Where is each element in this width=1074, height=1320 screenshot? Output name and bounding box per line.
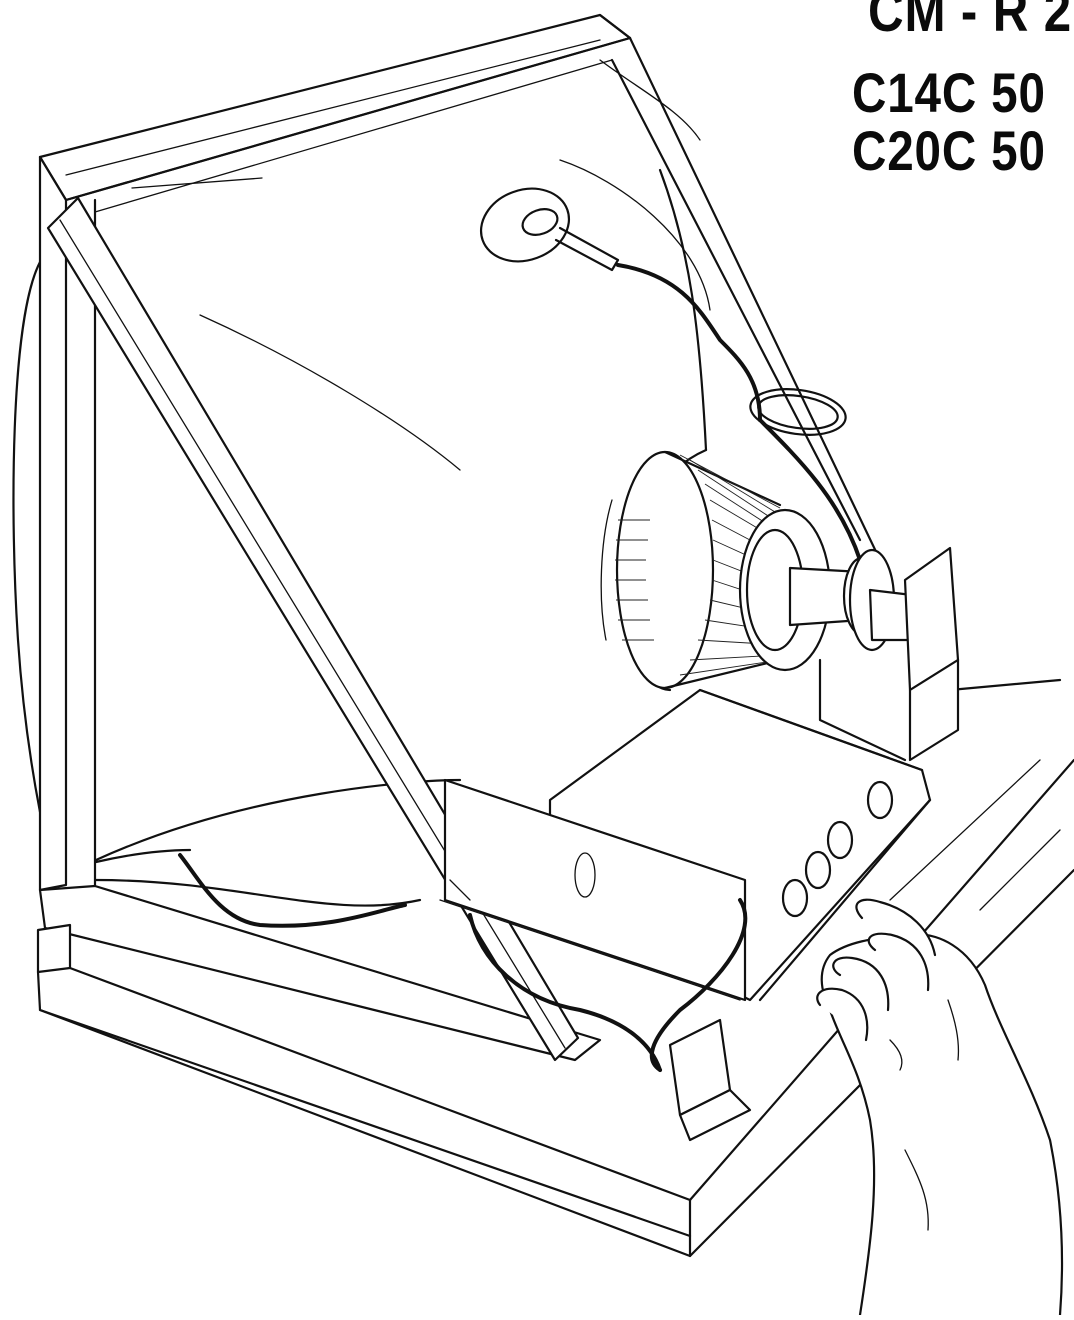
fuse-holders <box>781 780 894 918</box>
hand-illustration <box>816 898 1064 1317</box>
chassis-code-label: CM - R 2 <box>868 0 1072 44</box>
lower-cable <box>178 853 407 928</box>
model-number-label-1: C14C 50 <box>852 61 1046 124</box>
deflection-yoke <box>600 450 832 690</box>
crt-neck-socket <box>788 546 960 762</box>
cabinet-front-frame <box>38 13 882 1062</box>
model-number-label-2: C20C 50 <box>852 119 1046 182</box>
crt-screen <box>12 159 711 814</box>
anode-cap <box>479 187 862 562</box>
main-chassis <box>439 688 932 1142</box>
